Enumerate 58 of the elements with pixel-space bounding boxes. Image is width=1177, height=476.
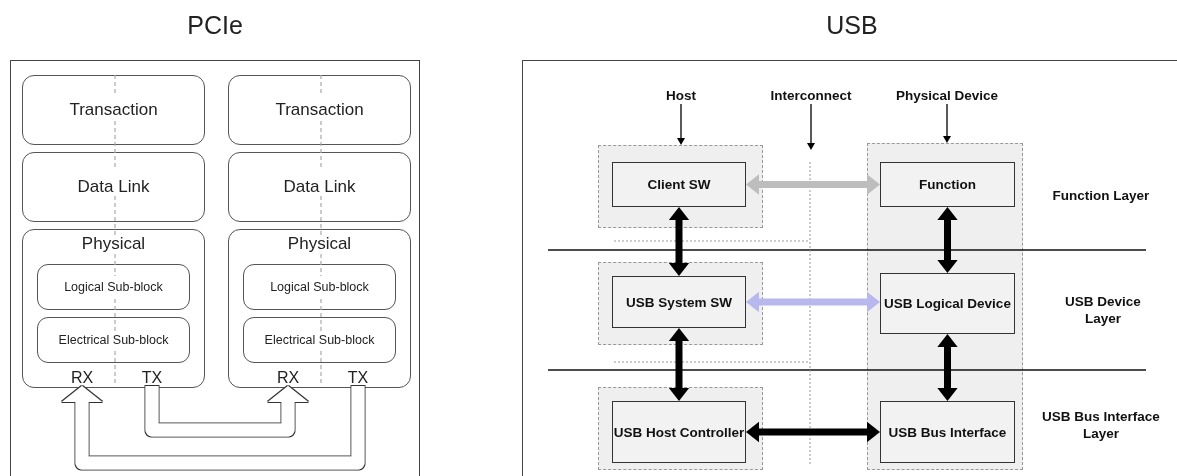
- host-group-box: [598, 262, 763, 345]
- layer-label: Transaction: [275, 100, 364, 120]
- sub-block-box: [37, 317, 190, 363]
- layer-label: Physical: [287, 234, 352, 253]
- component-box: [880, 162, 1015, 207]
- sub-block-box: [243, 264, 396, 310]
- component-box: [880, 401, 1015, 463]
- layer-box: [22, 75, 205, 145]
- sub-block-label: Logical Sub-block: [64, 280, 163, 294]
- layer-name: USB Bus Interface Layer: [1041, 408, 1161, 442]
- arrow: [807, 103, 815, 150]
- column-heading: Interconnect: [762, 88, 860, 104]
- undefined: Client SW: [647, 176, 711, 193]
- layer-box: [228, 152, 411, 222]
- layer-box: [228, 229, 411, 388]
- sub-block-box: [243, 317, 396, 363]
- sub-block-label: Logical Sub-block: [270, 280, 369, 294]
- double-arrow: [937, 334, 958, 401]
- host-group-box: [598, 145, 763, 228]
- layer-label: Physical: [81, 234, 146, 253]
- undefined: USB System SW: [626, 293, 732, 311]
- component-box: [612, 162, 746, 207]
- component-box: [880, 273, 1015, 334]
- layer-label: Transaction: [69, 100, 158, 120]
- column-heading: Physical Device: [885, 88, 1009, 104]
- panel-heading: PCIe: [186, 11, 244, 40]
- undefined: USB Logical Device: [884, 295, 1011, 312]
- layer-label: Data Link: [283, 177, 356, 197]
- layer-label: Data Link: [77, 177, 150, 197]
- port-label: TX: [138, 370, 166, 386]
- component-box: [612, 401, 746, 463]
- port-label: RX: [274, 370, 302, 386]
- port-label: RX: [68, 370, 96, 386]
- double-arrow: [746, 174, 880, 195]
- component-box: [612, 276, 746, 328]
- double-arrow: [746, 291, 880, 313]
- device-group-box: [867, 143, 1023, 470]
- port-label: TX: [344, 370, 372, 386]
- double-arrow: [668, 328, 690, 401]
- layer-name: Function Layer: [1051, 187, 1151, 204]
- layer-box: [22, 229, 205, 388]
- double-arrow: [668, 207, 690, 276]
- undefined: USB Host Controller: [613, 423, 745, 441]
- arrow: [677, 103, 685, 145]
- undefined: Function: [919, 176, 976, 193]
- column-heading: Host: [651, 88, 711, 104]
- layer-box: [22, 152, 205, 222]
- layer-box: [228, 75, 411, 145]
- layer-name: USB Device Layer: [1064, 293, 1142, 327]
- host-group-box: [598, 387, 763, 470]
- double-arrow: [746, 421, 880, 443]
- sub-block-label: Electrical Sub-block: [264, 333, 375, 347]
- sub-block-box: [37, 264, 190, 310]
- arrow: [943, 103, 951, 143]
- sub-block-label: Electrical Sub-block: [58, 333, 169, 347]
- undefined: USB Bus Interface: [888, 423, 1007, 441]
- panel-heading: USB: [825, 11, 879, 40]
- double-arrow: [937, 207, 958, 273]
